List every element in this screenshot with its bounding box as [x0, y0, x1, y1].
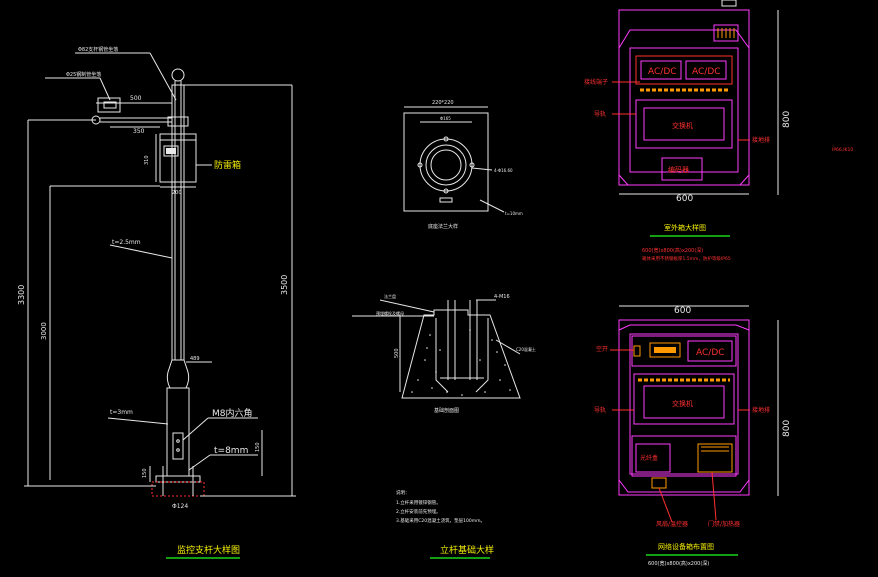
cabinet2-drawing: 600 AC/DC 交换机 光纤盒 空开 导轨 接地排 800 风扇/温控器 门…: [594, 305, 792, 567]
foundation-trapezoid: [401, 309, 521, 399]
cabinet1-switch-bay: [635, 99, 733, 149]
foundation-label-c: C20混凝土: [516, 346, 536, 352]
camera-body: [97, 97, 121, 113]
cabinet2-terminal-block: [697, 443, 733, 473]
cabinet2-fan: [651, 477, 667, 489]
cabinet1-encoder: 编码器: [668, 165, 689, 174]
cabinet1-psu1: [640, 60, 682, 80]
cabinet2-breaker: [649, 342, 681, 358]
cabinet1-acdc1: AC/DC: [648, 67, 677, 77]
cabinet2-label-rail: 导轨: [594, 406, 606, 414]
dim-3000: 3000: [40, 322, 48, 340]
cabinet2-label-door: 门禁/加热器: [708, 520, 740, 528]
cabinet2-dim-width: 600: [674, 306, 691, 316]
flange-dim-top: 220*220: [432, 100, 454, 106]
pole-cap: [171, 68, 185, 82]
surge-protection-box: [159, 133, 197, 183]
pole-transition: [166, 359, 190, 389]
cabinet1-encoder-box: [661, 157, 703, 181]
flange-outer-ring: [419, 138, 473, 192]
note-2: 2.立杆安装前先预埋。: [396, 508, 441, 515]
cabinet2-dim-height: 800: [782, 420, 792, 437]
dim-150b: 150: [255, 442, 261, 452]
base-label: Φ124: [172, 503, 188, 510]
wall-t2: t=3mm: [110, 409, 133, 416]
cabinet1-psu2: [685, 60, 727, 80]
foundation-caption: 基础剖面图: [434, 407, 459, 414]
foundation-title: 立杆基础大样: [440, 544, 494, 556]
dim-3300: 3300: [17, 285, 26, 305]
cabinet2-outer: [618, 319, 750, 496]
dim-150a: 150: [142, 468, 148, 478]
note-phi82: Φ82支杆钢管坐落: [78, 46, 118, 53]
cabinet1-dim-width: 600: [676, 194, 693, 204]
notes-title: 说明：: [396, 489, 410, 496]
dim-350: 350: [133, 128, 145, 135]
pole-foundation: [151, 481, 205, 497]
pole-title: 监控支杆大样图: [177, 544, 240, 556]
note-3: 3.基础采用C20混凝土浇筑，垫层100mm。: [396, 517, 485, 524]
cabinet1-drawing: AC/DC AC/DC 交换机 编码器 接线端子 导轨 接地排 600 800 …: [584, 0, 853, 262]
flange-plate: [403, 112, 489, 212]
cabinet1-label-ground: 接地排: [752, 136, 770, 144]
cabinet2-title: 网络设备箱布置图: [658, 542, 714, 551]
foundation-drawing: 法兰盘 预埋螺栓及螺母 4-M16 C20混凝土 500 基础剖面图 说明： 1…: [352, 293, 536, 559]
dim-500: 500: [130, 95, 142, 102]
cabinet1-side-note: IP66,IK10: [832, 147, 853, 153]
cabinet2-acdc: AC/DC: [696, 348, 725, 358]
cabinet1-label-rail: 导轨: [594, 110, 606, 118]
cabinet1-spec2: 箱体采用不锈钢板厚1.5mm，防护等级IP65: [642, 255, 731, 262]
flange-plate-callout: t=10mm: [505, 211, 523, 216]
cabinet1-inner: [629, 47, 739, 173]
note-phi25: Φ25钢制管坐落: [66, 71, 101, 78]
cabinet2-switch-bay: [633, 373, 735, 425]
pole-drawing: 防雷箱 Φ82支杆钢管坐落 Φ25钢制管坐落 500 350 310 200 3…: [17, 46, 296, 559]
dim-200: 200: [172, 190, 182, 196]
cabinet2-spec: 600(宽)x800(高)x200(深): [648, 560, 709, 567]
cabinet1-vent: [713, 24, 739, 42]
cabinet2-inner: [629, 333, 739, 475]
cabinet1-dim-height: 800: [782, 111, 792, 128]
wall-t1: t=2.5mm: [112, 239, 141, 246]
dim-310: 310: [144, 155, 150, 165]
cabinet2-label-ground: 接地排: [752, 406, 770, 414]
pole-lower-shaft: [166, 387, 190, 477]
cabinet1-switch: 交换机: [672, 121, 693, 130]
pole-access-door: [172, 432, 184, 460]
foundation-label-b: 预埋螺栓及螺母: [376, 310, 404, 316]
cabinet1-title: 室外箱大样图: [664, 223, 706, 232]
cabinet2-switch: 交换机: [672, 399, 693, 408]
flange-inner: Φ165: [440, 116, 451, 121]
box-label: 防雷箱: [214, 159, 241, 171]
flange-caption: 底座法兰大样: [428, 223, 458, 230]
foundation-callout-top: 4-M16: [494, 294, 510, 300]
plate-thickness: t=8mm: [214, 446, 248, 456]
notes-block: 说明： 1.立杆采用镀锌钢管。 2.立杆安装前先预埋。 3.基础采用C20混凝土…: [396, 489, 485, 524]
cabinet2-label-fan: 风扇/温控器: [656, 520, 688, 528]
foundation-label-a: 法兰盘: [384, 293, 396, 299]
pole-upper-shaft: [171, 84, 185, 361]
note-1: 1.立杆采用镀锌钢管。: [396, 499, 441, 506]
flange-drawing: 220*220 Φ165 4-Φ16.60 t=10mm 底座法兰大样: [403, 100, 523, 230]
foundation-dim-500: 500: [394, 348, 400, 358]
cabinet1-label-terminal: 接线端子: [584, 78, 608, 86]
dim-489: 489: [190, 356, 200, 362]
flange-bolt-callout: 4-Φ16.60: [494, 168, 513, 173]
cabinet2-psu: [687, 340, 733, 362]
cabinet2-label-outlet: 空开: [596, 345, 608, 353]
cabinet2-fiber-box: [635, 443, 671, 473]
cabinet2-fiber-label: 光纤盒: [640, 454, 658, 462]
bolt-label: M8内六角: [212, 407, 253, 419]
dim-3500: 3500: [280, 275, 289, 295]
cabinet1-spec1: 600(宽)x800(高)x200(深): [642, 247, 703, 254]
cabinet1-acdc2: AC/DC: [692, 67, 721, 77]
